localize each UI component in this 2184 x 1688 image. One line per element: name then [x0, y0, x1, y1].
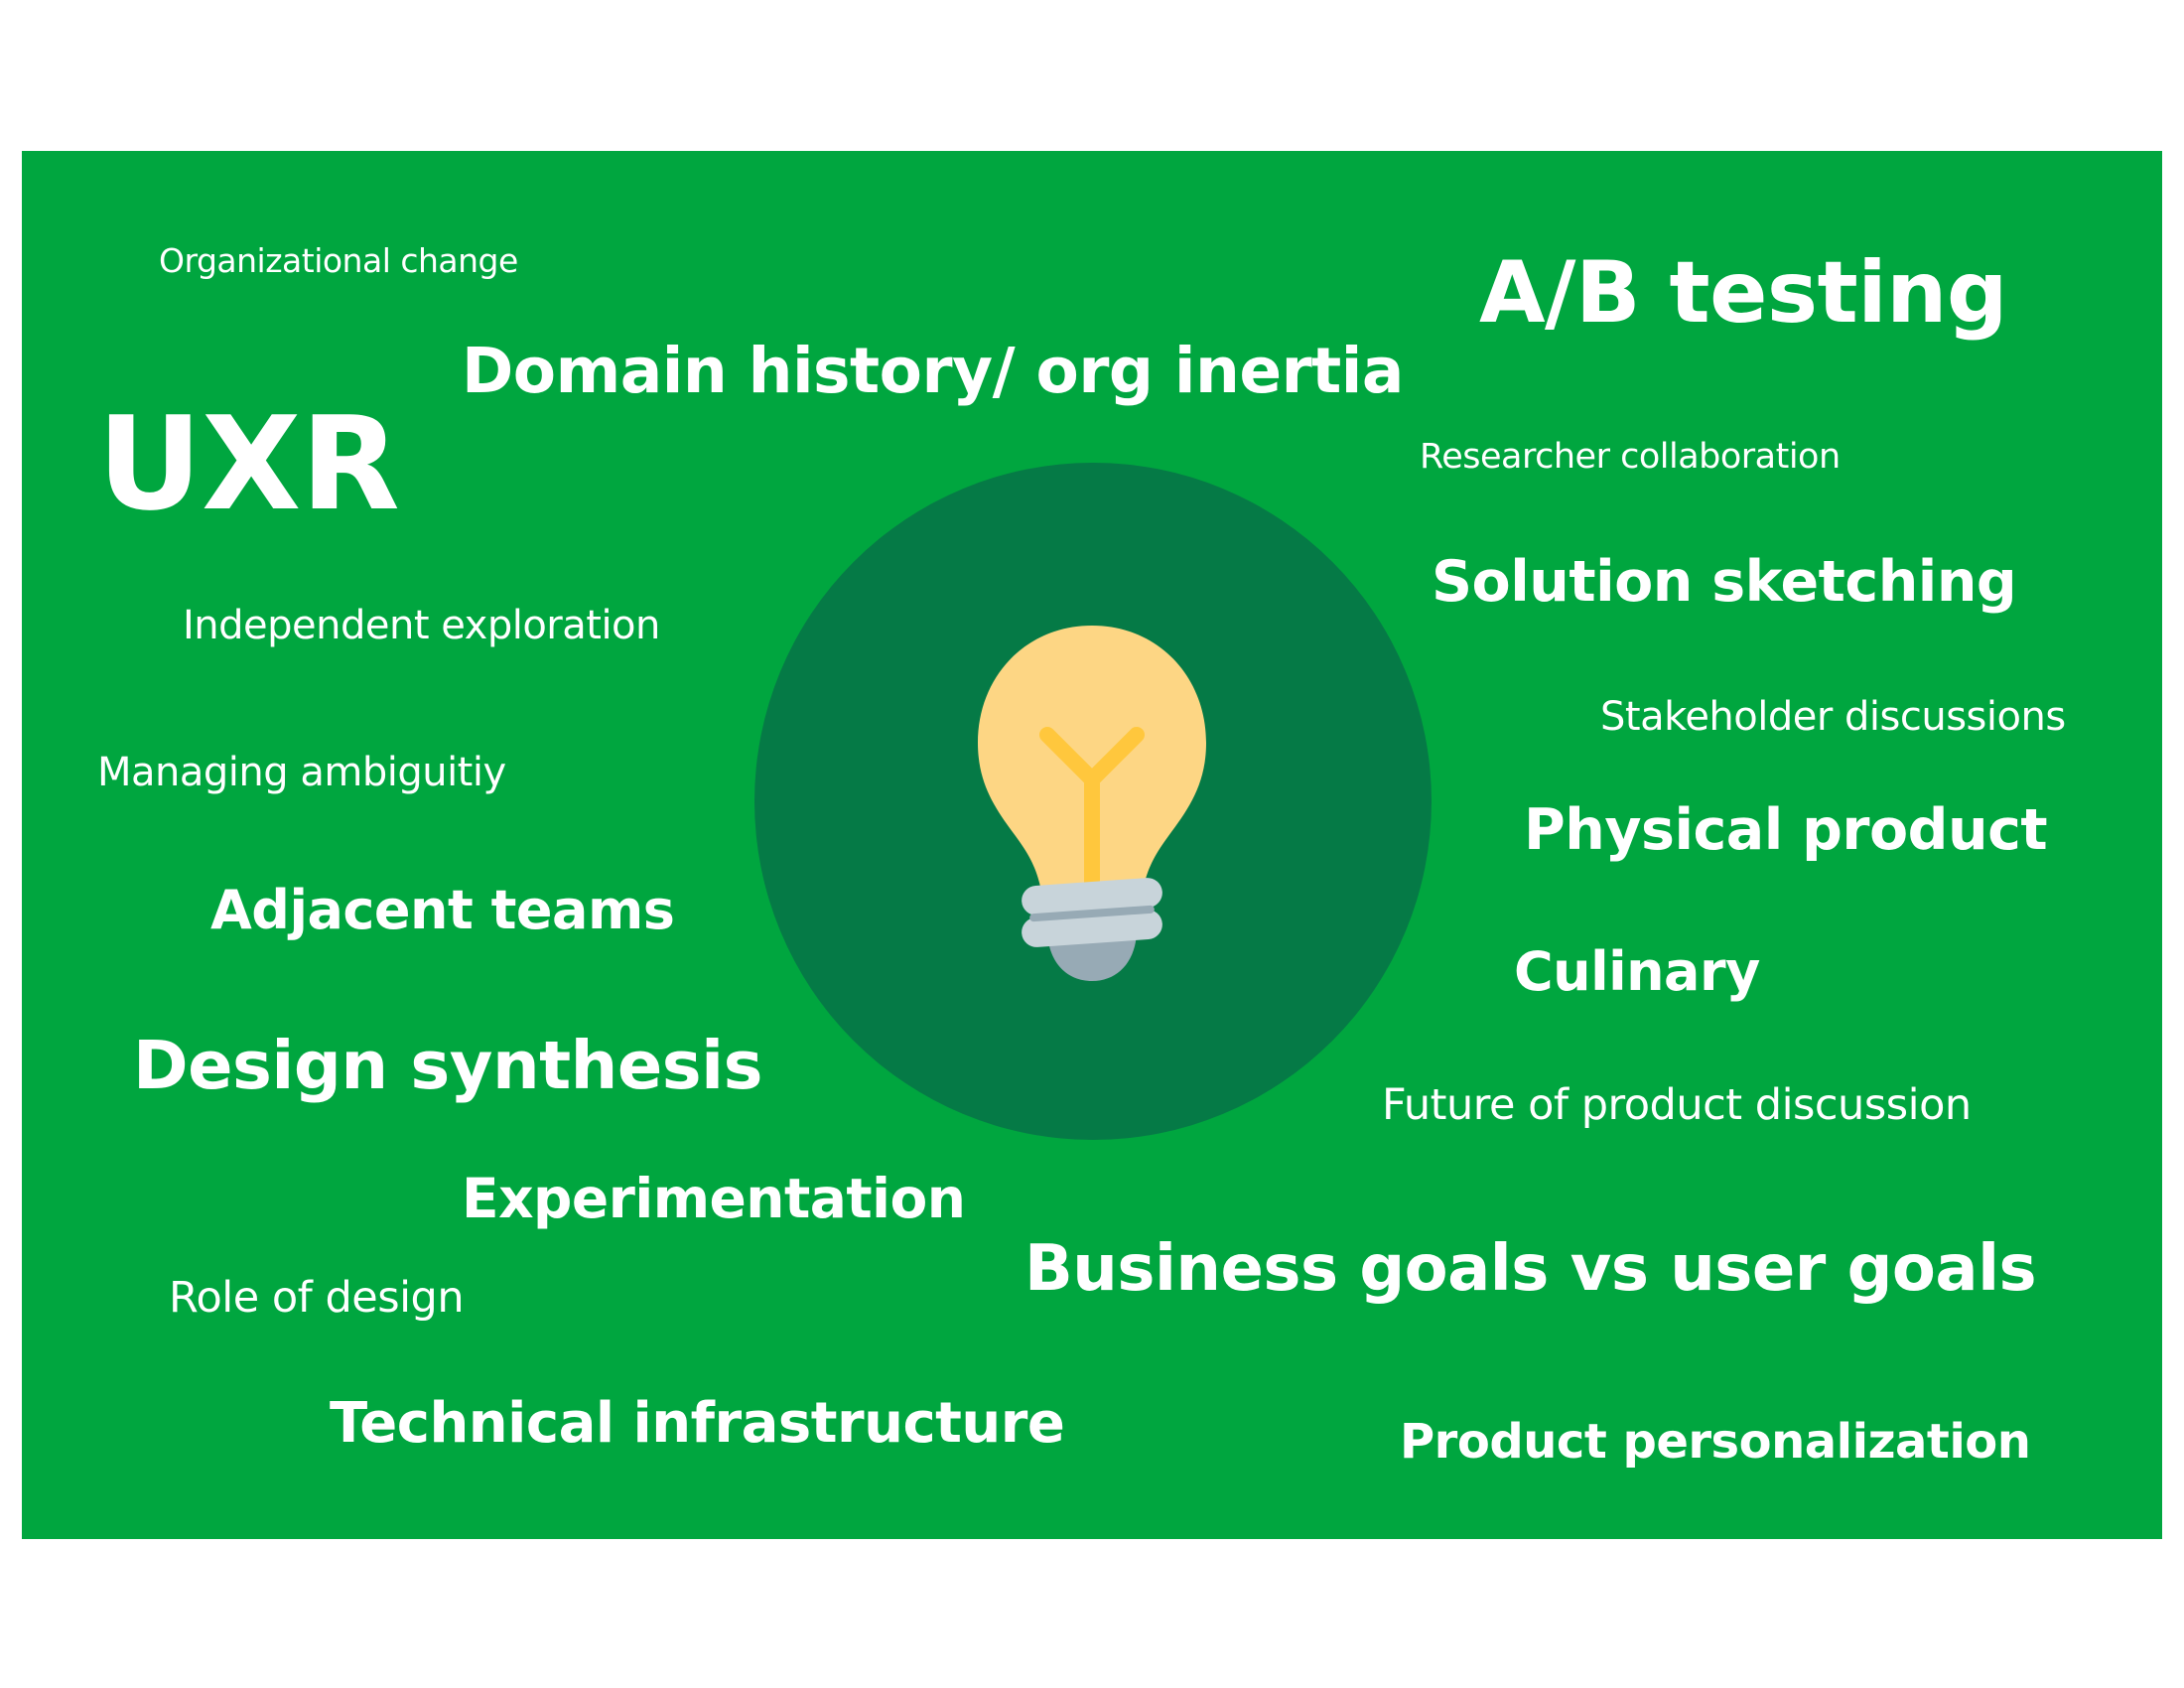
- word-adjacent-teams: Adjacent teams: [210, 879, 675, 941]
- word-physical-product: Physical product: [1524, 797, 2048, 863]
- lightbulb-icon: [978, 626, 1206, 981]
- word-solution-sketching: Solution sketching: [1432, 549, 2017, 615]
- bulb-base-band-1: [1022, 878, 1162, 915]
- word-business-goals-vs-user-goals: Business goals vs user goals: [1024, 1232, 2037, 1306]
- word-design-synthesis: Design synthesis: [133, 1027, 763, 1104]
- bulb-base-band-3: [1029, 905, 1155, 922]
- word-future-of-product-discussion: Future of product discussion: [1382, 1080, 1972, 1130]
- word-organizational-change: Organizational change: [159, 241, 518, 280]
- word-managing-ambiguitiy: Managing ambiguitiy: [97, 750, 506, 795]
- word-uxr: UXR: [97, 388, 400, 539]
- word-product-personalization: Product personalization: [1400, 1414, 2031, 1470]
- word-stakeholder-discussions: Stakeholder discussions: [1600, 694, 2066, 740]
- word-culinary: Culinary: [1514, 940, 1760, 1003]
- bulb-base-bottom: [1047, 933, 1137, 981]
- word-researcher-collaboration: Researcher collaboration: [1420, 437, 1841, 477]
- bulb-glass: [978, 626, 1206, 892]
- bulb-filament: [1039, 727, 1145, 907]
- word-ab-testing: A/B testing: [1479, 243, 2007, 343]
- word-role-of-design: Role of design: [169, 1273, 465, 1323]
- word-experimentation: Experimentation: [462, 1167, 966, 1230]
- word-independent-exploration: Independent exploration: [183, 603, 660, 648]
- word-domain-history: Domain history/ org inertia: [462, 335, 1404, 407]
- word-technical-infrastructure: Technical infrastructure: [330, 1391, 1065, 1456]
